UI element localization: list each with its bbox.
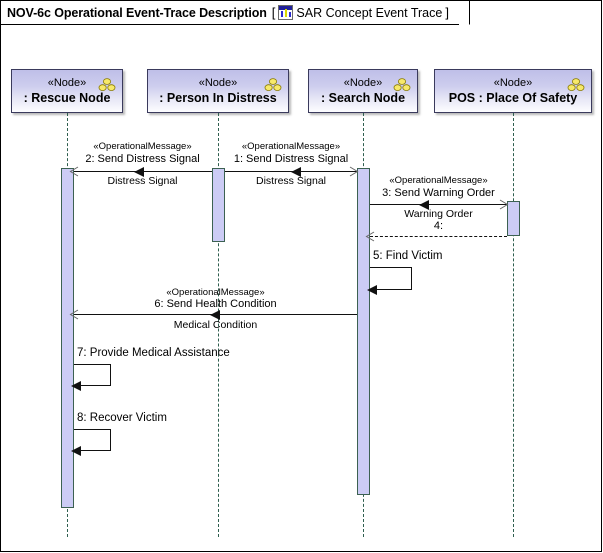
lifeline-head-place-of-safety[interactable]: «Node» POS : Place Of Safety [434, 69, 592, 113]
self-message-loop[interactable] [370, 267, 412, 290]
lifeline-name: : Rescue Node [23, 90, 111, 105]
lifeline-head-person-in-distress[interactable]: «Node» : Person In Distress [147, 69, 289, 113]
activation-bar-place-of-safety[interactable] [507, 201, 520, 236]
self-message-label: 7: Provide Medical Assistance [77, 347, 230, 359]
self-message-arrowhead [367, 285, 377, 295]
message-label: 2: Send Distress Signal [85, 153, 200, 165]
message-label: 3: Send Warning Order [382, 187, 495, 199]
lifeline-name: : Person In Distress [159, 90, 277, 105]
self-message-label: 5: Find Victim [373, 250, 443, 262]
self-message-arrowhead [71, 381, 81, 391]
message-stereotype: «OperationalMessage» [241, 141, 341, 152]
frame-subtitle: SAR Concept Event Trace [296, 5, 443, 20]
frame-title: NOV-6c Operational Event-Trace Descripti… [7, 5, 267, 20]
lifeline-stereotype: «Node» [493, 76, 533, 89]
message-line-return[interactable] [370, 236, 507, 237]
message-stereotype: «OperationalMessage» [389, 175, 488, 186]
message-signal-label: Warning Order [404, 208, 473, 220]
activation-bar-search-node[interactable] [357, 168, 370, 495]
lifeline-person-in-distress [218, 113, 219, 537]
message-arrowhead [210, 309, 220, 320]
message-arrowhead [419, 199, 429, 210]
bracket-open: [ [271, 5, 276, 20]
self-message-label: 8: Recover Victim [77, 412, 167, 424]
nov-icon-cap [279, 6, 293, 10]
nov-icon-bar-2 [285, 9, 288, 17]
node-icon [264, 78, 282, 91]
message-label: 6: Send Health Condition [154, 298, 277, 310]
message-label: 1: Send Distress Signal [233, 153, 349, 165]
node-icon [393, 78, 411, 91]
message-line[interactable] [370, 204, 507, 205]
frame-subtitle-group: [ SAR Concept Event Trace ] [272, 5, 449, 20]
lifeline-name: : Search Node [320, 90, 406, 105]
message-endpoint-arrow [499, 199, 509, 210]
message-endpoint-arrow [365, 231, 375, 242]
nov-diagram-icon [278, 5, 294, 20]
frame-header: NOV-6c Operational Event-Trace Descripti… [1, 1, 470, 25]
self-message-loop[interactable] [74, 429, 111, 451]
message-signal-label: Distress Signal [107, 175, 178, 187]
lifeline-stereotype: «Node» [198, 76, 238, 89]
node-icon [567, 78, 585, 91]
message-stereotype: «OperationalMessage» [93, 141, 192, 152]
lifeline-stereotype: «Node» [343, 76, 383, 89]
message-endpoint-arrow [69, 166, 79, 177]
activation-bar-rescue-node[interactable] [61, 168, 74, 508]
message-arrowhead [134, 166, 144, 177]
message-label: 4: [433, 220, 444, 232]
bracket-close: ] [445, 5, 449, 20]
nov-icon-bar-3 [289, 12, 292, 17]
message-signal-label: Distress Signal [255, 175, 327, 187]
lifeline-stereotype: «Node» [47, 76, 87, 89]
lifeline-name: POS : Place Of Safety [448, 90, 578, 105]
nov-icon-bar-1 [281, 11, 284, 17]
message-stereotype: «OperationalMessage» [166, 287, 265, 298]
message-endpoint-arrow [349, 166, 359, 177]
lifeline-head-search-node[interactable]: «Node» : Search Node [308, 69, 418, 113]
node-icon [98, 78, 116, 91]
message-signal-label: Medical Condition [173, 319, 258, 331]
activation-bar-person-in-distress[interactable] [212, 168, 225, 242]
message-endpoint-arrow [69, 309, 79, 320]
self-message-loop[interactable] [74, 364, 111, 386]
lifeline-place-of-safety [513, 113, 514, 537]
message-arrowhead [291, 166, 301, 177]
lifeline-head-rescue-node[interactable]: «Node» : Rescue Node [11, 69, 123, 113]
self-message-arrowhead [71, 446, 81, 456]
